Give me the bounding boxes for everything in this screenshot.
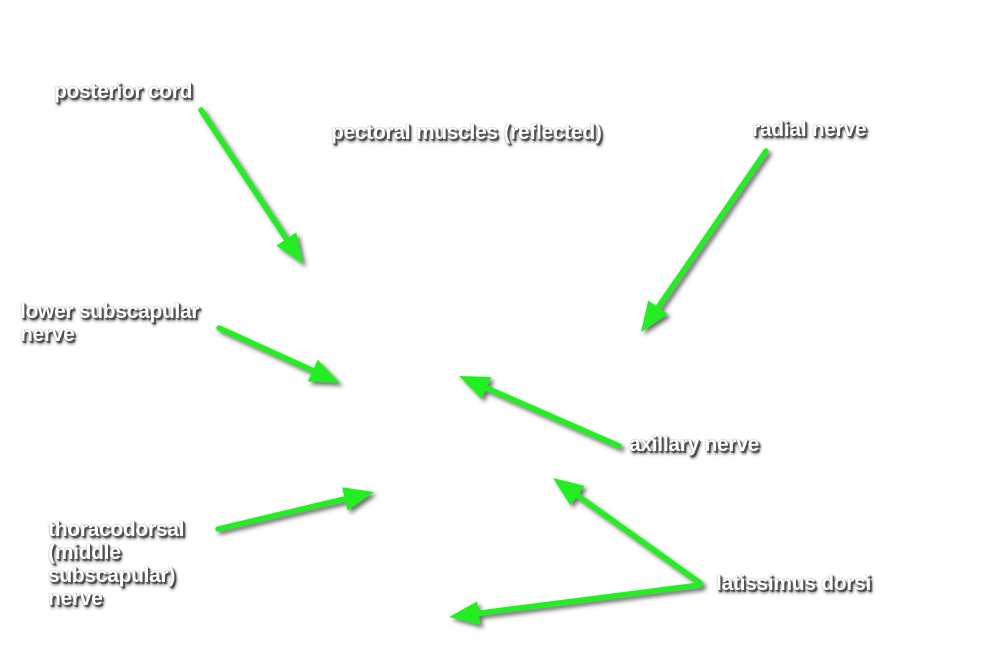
arrow-axillary-nerve-head [459, 376, 492, 399]
arrow-posterior-cord-shaft [198, 107, 291, 244]
label-line: subscapular) [48, 564, 176, 587]
arrow-lower-subscapular-head [307, 359, 340, 383]
arrow-thoracodorsal-head [342, 487, 374, 511]
label-line: (middle [48, 541, 121, 564]
label-line: nerve [20, 323, 75, 346]
label-line: thoracodorsal [48, 518, 185, 541]
label-axillary-nerve: axillary nerve [629, 433, 760, 456]
label-latissimus-dorsi: latissimus dorsi [716, 572, 872, 595]
arrow-latissimus-lower-head [449, 601, 481, 626]
label-thoracodorsal-nerve: thoracodorsal (middle subscapular) nerve [48, 518, 238, 610]
label-lower-subscapular-nerve: lower subscapular nerve [20, 300, 260, 346]
arrow-lower-subscapular-shaft [216, 325, 318, 375]
arrow-radial-nerve-shaft [654, 148, 769, 312]
arrow-latissimus-upper-shaft [573, 491, 703, 586]
arrow-radial-nerve-head [641, 300, 668, 332]
label-posterior-cord: posterior cord [54, 80, 193, 103]
arrow-latissimus-upper-head [553, 478, 585, 506]
label-line: nerve [48, 587, 103, 610]
arrow-axillary-nerve-shaft [481, 384, 622, 449]
label-line: lower subscapular [20, 300, 200, 323]
arrow-posterior-cord-head [276, 232, 303, 264]
arrow-thoracodorsal-shaft [215, 495, 350, 532]
label-radial-nerve: radial nerve [752, 118, 867, 141]
label-pectoral-muscles: pectoral muscles (reflected) [331, 121, 602, 144]
arrow-latissimus-lower-shaft [474, 582, 703, 617]
